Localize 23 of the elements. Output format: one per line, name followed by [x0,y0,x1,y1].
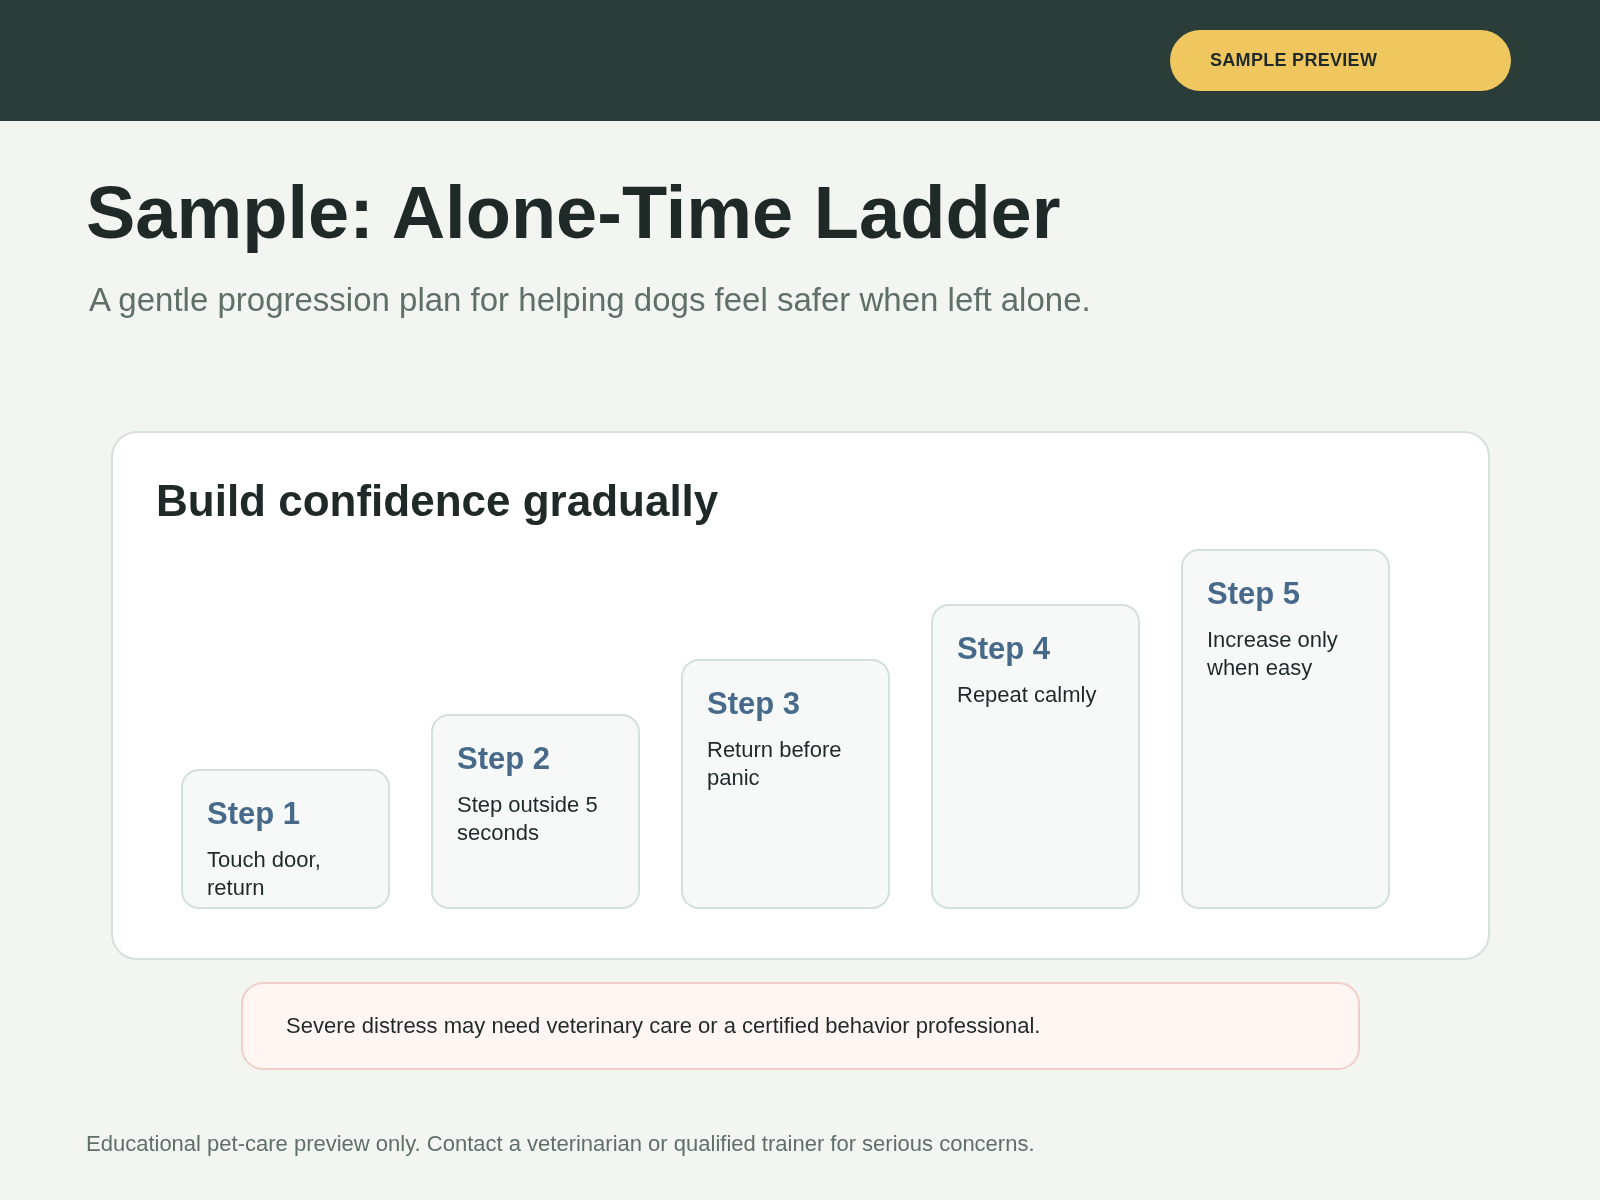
step-description: Step outside 5 seconds [457,791,599,848]
page-title: Sample: Alone-Time Ladder [86,172,1061,254]
status-badge: SAMPLE PREVIEW [1170,30,1511,91]
warning-text: Severe distress may need veterinary care or a certified behavior professional. [286,1011,1041,1040]
footer-note: Educational pet-care preview only. Contact a veterinarian or qualified trainer for serious concerns. [86,1130,1035,1158]
step-title: Step 1 [207,795,302,833]
step-card [181,769,390,909]
subtitle: A gentle progression plan for helping dogs feel safer when left alone. [89,280,1091,320]
step-description: Repeat calmly [957,681,1098,710]
warning-box [241,982,1360,1070]
step-title: Step 2 [457,740,552,778]
step-description: Return before panic [707,736,843,793]
panel-card [111,431,1490,960]
step-title: Step 5 [1207,575,1302,613]
step-description: Increase only when easy [1207,626,1339,683]
step-title: Step 3 [707,685,802,723]
step-description: Touch door, return [207,846,322,903]
step-card [431,714,640,909]
step-title: Step 4 [957,630,1052,668]
step-card [681,659,890,909]
step-card [1181,549,1390,909]
step-card [931,604,1140,909]
panel-heading: Build confidence gradually [156,475,719,527]
